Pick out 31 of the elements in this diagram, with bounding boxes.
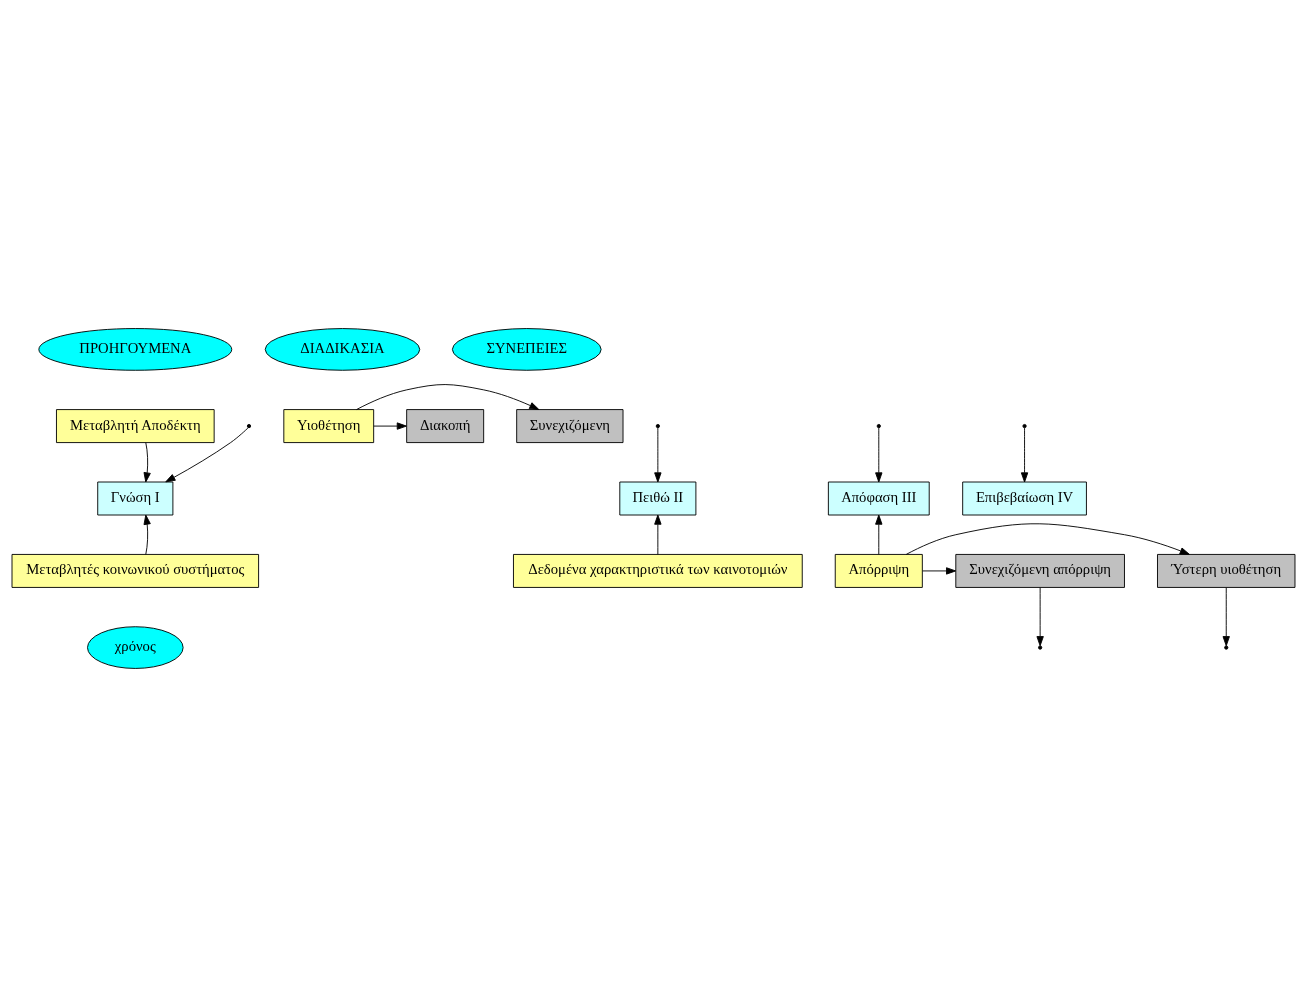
arrow bbox=[654, 426, 662, 482]
node-box: Συνεχιζόμενη bbox=[516, 408, 624, 443]
node-box: Επιβεβαίωση IV bbox=[962, 481, 1087, 515]
arrow bbox=[922, 566, 957, 575]
node-ellipse: ΔΙΑΔΙΚΑΣΙΑ bbox=[264, 327, 421, 371]
arrow bbox=[654, 514, 662, 555]
arrow bbox=[373, 421, 407, 430]
node-box: Μεταβλητή Αποδέκτη bbox=[56, 408, 215, 443]
arrow bbox=[1222, 586, 1230, 646]
node-box: Γνώση I bbox=[97, 481, 174, 515]
node-box: Ύστερη υιοθέτηση bbox=[1157, 553, 1296, 588]
arrow bbox=[905, 522, 1190, 555]
arrow bbox=[356, 383, 540, 410]
node-ellipse: ΠΡΟΗΓΟΥΜΕΝΑ bbox=[38, 327, 233, 371]
arrow bbox=[143, 514, 151, 555]
node-box: Πειθώ II bbox=[619, 481, 697, 515]
arrow bbox=[875, 514, 883, 555]
node-box: Μεταβλητές κοινωνικού συστήματος bbox=[11, 553, 260, 588]
node-box: Απόφαση III bbox=[827, 481, 930, 515]
arrow bbox=[1020, 426, 1029, 482]
arrow bbox=[1036, 586, 1044, 646]
arrow bbox=[875, 426, 883, 482]
node-ellipse: χρόνος bbox=[87, 625, 184, 669]
node-box: Δεδομένα χαρακτηριστικά των καινοτομιών bbox=[513, 553, 803, 588]
node-box: Υιοθέτηση bbox=[283, 408, 375, 443]
node-box: Συνεχιζόμενη απόρριψη bbox=[955, 553, 1125, 588]
node-ellipse: ΣΥΝΕΠΕΙΕΣ bbox=[451, 327, 602, 371]
node-box: Διακοπή bbox=[406, 408, 485, 443]
node-box: Απόρριψη bbox=[834, 553, 923, 588]
arrow bbox=[143, 441, 151, 482]
arrow bbox=[165, 426, 249, 482]
